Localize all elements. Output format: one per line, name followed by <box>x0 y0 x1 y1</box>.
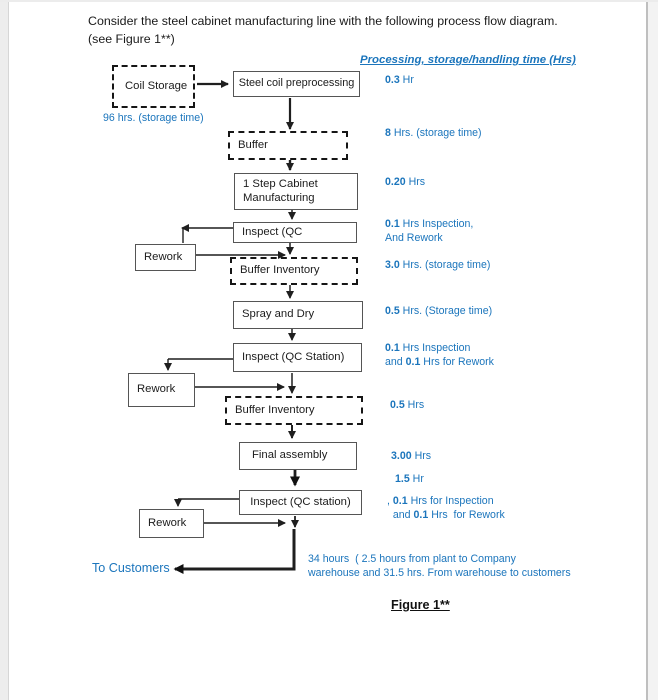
annotation-segment: Hrs Inspection <box>399 342 471 354</box>
annotation-segment: Hrs for Rework <box>428 508 505 521</box>
annotation-segment: 3.0 <box>385 259 400 271</box>
page-left-margin <box>0 2 9 700</box>
annotation-segment: Hr <box>399 74 414 86</box>
page-right-border <box>646 2 658 700</box>
annotation-segment: Hrs <box>405 176 426 188</box>
annotation-segment: Hrs. (storage time) <box>399 259 491 271</box>
node-inspect-qc-3: Inspect (QC station) <box>239 490 362 515</box>
annotation-manufacturing-time: 0.20 Hrs <box>385 176 425 190</box>
node-label: Rework <box>144 250 183 263</box>
node-label: Inspect (QC <box>242 225 303 238</box>
annotation-segment: , <box>387 495 393 507</box>
annotation-final-assembly-time: 3.00 Hrs <box>391 450 431 464</box>
node-rework-1: Rework <box>135 244 196 271</box>
annotation-segment: 3.00 <box>391 450 412 462</box>
time-column-header: Processing, storage/handling time (Hrs) <box>360 54 576 66</box>
annotation-segment: 0.5 <box>390 399 405 411</box>
annotation-segment: warehouse and 31.5 hrs. From warehouse t… <box>308 566 571 579</box>
node-label: Inspect (QC Station) <box>242 350 345 363</box>
annotation-segment: and <box>387 508 414 521</box>
node-label: Rework <box>137 383 176 396</box>
annotation-segment: 0.1 <box>392 495 408 507</box>
question-line-2: (see Figure 1**) <box>88 32 175 46</box>
annotation-inspection-1-time: 0.1 Hrs Inspection,And Rework <box>385 218 473 245</box>
node-label: Buffer Inventory <box>235 403 315 416</box>
annotation-segment: 0.1 <box>413 508 429 521</box>
annotation-segment: 34 hours ( 2.5 hours from plant to Compa… <box>308 553 516 565</box>
annotation-buffer-storage-time: 8 Hrs. (storage time) <box>385 127 482 141</box>
annotation-segment: 8 <box>385 127 391 139</box>
annotation-segment: Hrs for Rework <box>420 355 494 368</box>
annotation-segment: 1.5 <box>395 473 410 485</box>
annotation-segment: 0.1 <box>385 218 400 230</box>
node-inspect-qc-1: Inspect (QC <box>233 222 357 243</box>
node-rework-2: Rework <box>128 373 195 407</box>
annotation-segment: Hrs. (Storage time) <box>399 305 493 317</box>
node-label: Inspect (QC station) <box>250 495 351 508</box>
annotation-segment: 0.20 <box>385 176 406 188</box>
figure-caption: Figure 1** <box>391 598 450 612</box>
node-rework-3: Rework <box>139 509 204 538</box>
node-label: 1 Step Cabinet Manufacturing <box>243 178 318 204</box>
node-buffer-inventory-1: Buffer Inventory <box>230 257 358 285</box>
node-label: Coil Storage <box>125 79 188 92</box>
node-label: Final assembly <box>252 449 328 462</box>
coil-storage-time-note: 96 hrs. (storage time) <box>103 112 204 124</box>
annotation-shipping-time: 34 hours ( 2.5 hours from plant to Compa… <box>308 553 571 580</box>
node-inspect-qc-2: Inspect (QC Station) <box>233 343 362 372</box>
node-label: Spray and Dry <box>242 308 315 321</box>
annotation-segment: 0.5 <box>385 305 400 317</box>
annotation-buffer-inv-1-time: 3.0 Hrs. (storage time) <box>385 259 490 273</box>
annotation-segment: 0.1 <box>385 342 400 354</box>
annotation-segment: And Rework <box>385 231 443 244</box>
annotation-segment: Hrs. (storage time) <box>390 127 482 139</box>
annotation-preprocessing-time: 0.3 Hr <box>385 74 414 88</box>
to-customers-label: To Customers <box>92 561 170 575</box>
node-label: Buffer <box>238 138 268 151</box>
annotation-segment: Hr <box>409 473 424 485</box>
node-label: Steel coil preprocessing <box>238 77 355 90</box>
annotation-inspection-3-time: , 0.1 Hrs for Inspection and 0.1 Hrs for… <box>387 495 505 522</box>
node-label: Rework <box>148 516 187 529</box>
annotation-segment: and <box>385 355 406 368</box>
question-line-1: Consider the steel cabinet manufacturing… <box>88 14 558 28</box>
annotation-segment: Hrs for Inspection <box>407 495 494 507</box>
node-buffer-inventory-2: Buffer Inventory <box>225 396 363 425</box>
node-coil-storage: Coil Storage <box>112 65 195 108</box>
annotation-assembly-handling-time: 1.5 Hr <box>395 473 424 487</box>
annotation-segment: Hrs <box>404 399 425 411</box>
annotation-spray-dry-time: 0.5 Hrs. (Storage time) <box>385 305 492 319</box>
question-text: Consider the steel cabinet manufacturing… <box>88 12 588 48</box>
node-label: Buffer Inventory <box>240 264 320 277</box>
annotation-segment: 0.1 <box>405 355 421 368</box>
node-buffer: Buffer <box>228 131 348 160</box>
node-steel-coil-preprocessing: Steel coil preprocessing <box>233 71 360 97</box>
node-final-assembly: Final assembly <box>239 442 357 470</box>
annotation-buffer-inv-2-time: 0.5 Hrs <box>390 399 424 413</box>
annotation-segment: Hrs <box>411 450 432 462</box>
annotation-segment: 0.3 <box>385 74 400 86</box>
node-cabinet-manufacturing: 1 Step Cabinet Manufacturing <box>234 173 358 210</box>
node-spray-and-dry: Spray and Dry <box>233 301 363 329</box>
annotation-segment: Hrs Inspection, <box>399 218 474 230</box>
